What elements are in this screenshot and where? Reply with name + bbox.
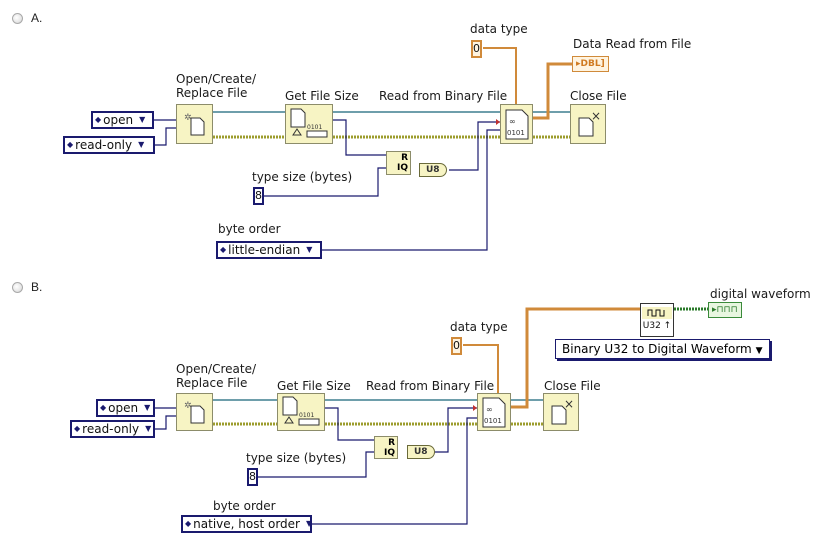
read-binary-label: Read from Binary File [366,379,495,393]
get-file-size-node[interactable]: 0101 [277,393,325,431]
increment-icon[interactable]: ◆ [220,245,227,254]
increment-icon[interactable]: ◆ [95,115,102,124]
read-from-binary-file-node[interactable]: ∞ 0101 [500,104,533,144]
get-file-size-label: Get File Size [285,89,359,103]
dropdown-arrow-icon[interactable]: ▼ [145,424,152,433]
dropdown-arrow-icon[interactable]: ▼ [139,115,146,124]
increment-icon[interactable]: ◆ [74,424,81,433]
dropdown-arrow-icon[interactable]: ▼ [305,519,313,528]
data-type-label: data type [450,320,508,334]
svg-text:∞: ∞ [509,117,516,126]
increment-icon[interactable]: ◆ [67,140,74,149]
operation-enum[interactable]: ◆open▼ [91,111,154,129]
dbl-array-indicator[interactable]: ▸DBL] [572,56,609,72]
data-type-control[interactable]: 0 [451,337,462,355]
option-a-label: A. [31,11,43,25]
close-file-node[interactable]: × [543,393,579,431]
open-create-label: Open/Create/ Replace File [176,362,257,390]
svg-text:0101: 0101 [507,129,525,137]
byte-order-label: byte order [218,222,281,236]
option-b-label: B. [31,280,43,294]
close-file-label: Close File [544,379,601,393]
conversion-type-ring[interactable]: Binary U32 to Digital Waveform ▼ [555,339,770,359]
digital-waveform-label: digital waveform [710,287,811,301]
open-create-replace-file-node[interactable]: ✲ [176,104,213,144]
get-file-size-node[interactable]: 0101 [285,104,333,144]
open-create-label: Open/Create/ Replace File [176,72,257,100]
type-size-control[interactable]: 8 [253,187,264,205]
option-a-radio[interactable] [12,13,23,24]
digital-pulse-icon [642,307,672,319]
read-binary-label: Read from Binary File [379,89,508,103]
read-binary-icon: ∞ 0101 [482,397,506,428]
file-size-icon: 0101 [290,108,328,138]
svg-text:∞: ∞ [486,405,493,414]
svg-text:✲: ✲ [184,401,192,411]
close-file-icon: × [551,397,574,425]
close-file-icon: × [578,109,601,137]
type-size-label: type size (bytes) [246,451,347,465]
svg-text:0101: 0101 [299,412,314,419]
dropdown-arrow-icon[interactable]: ▼ [138,140,145,149]
access-enum[interactable]: ◆read-only▼ [70,420,155,438]
waveform-converter-node[interactable]: U32 ↑ [640,303,674,337]
access-enum[interactable]: ◆read-only▼ [63,136,155,154]
svg-text:0101: 0101 [307,124,322,131]
close-file-node[interactable]: × [570,104,606,144]
new-file-icon: ✲ [184,113,204,136]
svg-text:✲: ✲ [184,113,192,123]
dropdown-arrow-icon[interactable]: ▼ [755,346,763,356]
dropdown-arrow-icon[interactable]: ▼ [144,403,151,412]
read-binary-icon: ∞ 0101 [505,109,528,140]
type-size-control[interactable]: 8 [247,468,258,486]
data-type-label: data type [470,22,528,36]
digital-waveform-indicator[interactable]: ▸⊓⊓⊓ [708,302,742,318]
option-b-radio[interactable] [12,282,23,293]
svg-text:×: × [564,397,574,411]
u8-conversion[interactable]: U8 [419,163,447,177]
close-file-label: Close File [570,89,627,103]
read-from-binary-file-node[interactable]: ∞ 0101 [477,393,511,431]
operation-enum[interactable]: ◆open▼ [96,399,155,417]
new-file-icon: ✲ [184,401,204,424]
svg-text:0101: 0101 [484,417,502,425]
get-file-size-label: Get File Size [277,379,351,393]
increment-icon[interactable]: ◆ [185,519,192,528]
increment-icon[interactable]: ◆ [100,403,107,412]
dropdown-arrow-icon[interactable]: ▼ [306,245,313,254]
file-size-icon: 0101 [282,396,320,426]
u8-conversion[interactable]: U8 [407,445,435,459]
type-size-label: type size (bytes) [252,170,353,184]
open-create-replace-file-node[interactable]: ✲ [176,393,213,431]
byte-order-enum[interactable]: ◆little-endian▼ [216,241,322,259]
data-read-label: Data Read from File [573,37,692,51]
svg-text:×: × [591,109,601,123]
byte-order-label: byte order [213,499,276,513]
byte-order-enum[interactable]: ◆native, host order▼ [181,515,312,533]
data-type-control[interactable]: 0 [471,40,482,58]
